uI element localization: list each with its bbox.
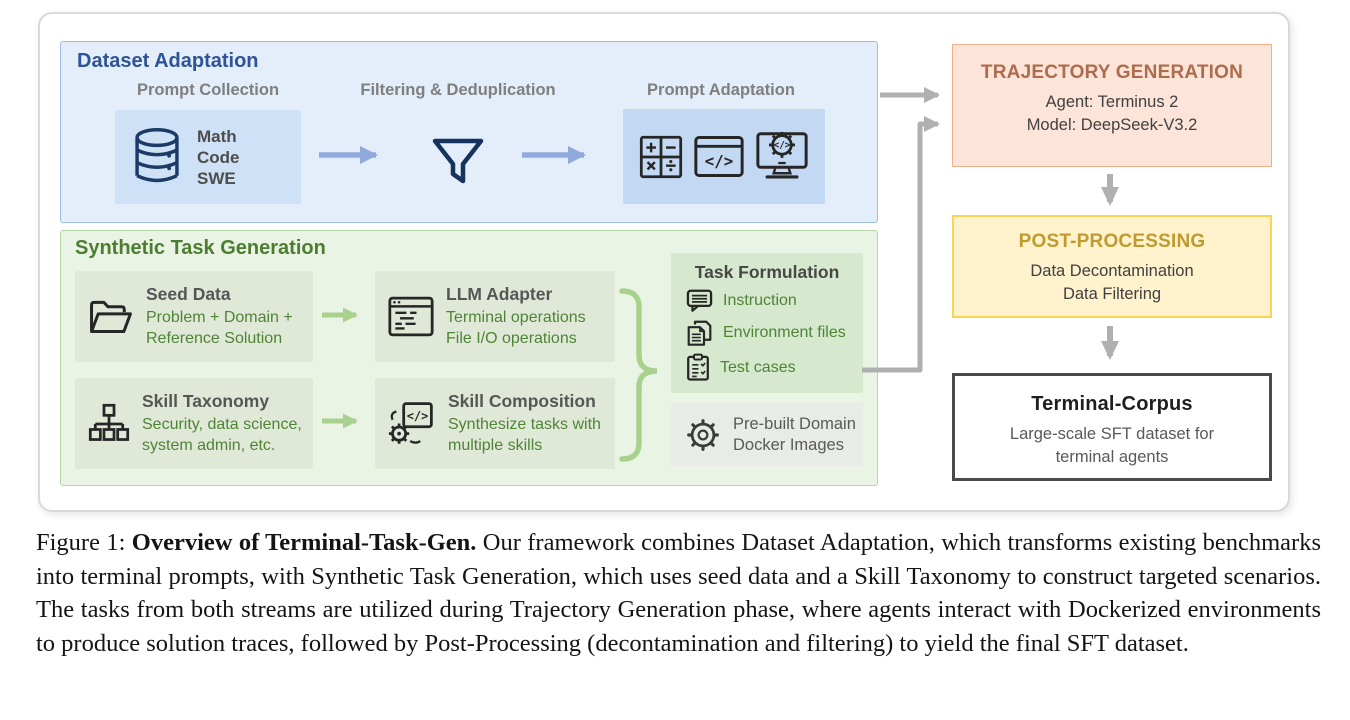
filtering-dedup-label: Filtering & Deduplication xyxy=(360,81,556,99)
clipboard-icon xyxy=(687,353,709,381)
post-processing-box: POST-PROCESSING Data Decontamination Dat… xyxy=(952,215,1272,318)
task-formulation-card: Task Formulation Instruction xyxy=(671,253,863,393)
seed-data-card: Seed Data Problem + Domain + Reference S… xyxy=(75,271,313,362)
synthetic-title: Synthetic Task Generation xyxy=(75,237,326,259)
monitor-gear-icon: </> xyxy=(756,131,808,179)
skill-composition-card: </> Skill Composition Synthesize tasks w… xyxy=(375,378,615,469)
caption-prefix: Figure 1: xyxy=(36,529,132,556)
code-window-icon: </> xyxy=(694,136,744,177)
caption-bold-title: Overview of Terminal-Task-Gen. xyxy=(131,529,477,556)
calculator-icon xyxy=(639,135,683,178)
prompt-collection-label: Prompt Collection xyxy=(136,81,280,99)
db-lines: Math Code SWE xyxy=(197,126,240,188)
tf-item-test-cases: Test cases xyxy=(686,353,863,382)
hierarchy-icon xyxy=(88,403,130,441)
trajectory-generation-box: TRAJECTORY GENERATION Agent: Terminus 2 … xyxy=(952,44,1272,167)
dataset-adaptation-title: Dataset Adaptation xyxy=(77,50,259,72)
svg-text:</>: </> xyxy=(705,152,733,171)
figure-frame: Dataset Adaptation Prompt Collection Fil… xyxy=(38,12,1290,512)
prompt-adaptation-card: </> </> xyxy=(623,109,825,204)
tf-item-environment-files: Environment files xyxy=(686,319,863,347)
docker-images-card: Pre-built Domain Docker Images xyxy=(671,403,863,467)
documents-icon xyxy=(687,320,712,346)
svg-text:</>: </> xyxy=(774,140,791,151)
terminal-corpus-box: Terminal-Corpus Large-scale SFT dataset … xyxy=(952,373,1272,481)
prompt-collection-card: Math Code SWE xyxy=(115,110,301,204)
caption-body: Our framework combines Dataset Adaptatio… xyxy=(36,529,1321,657)
skill-taxonomy-card: Skill Taxonomy Security, data science, s… xyxy=(75,378,313,469)
gear-icon xyxy=(687,419,719,451)
llm-adapter-card: LLM Adapter Terminal operations File I/O… xyxy=(375,271,615,362)
task-formulation-title: Task Formulation xyxy=(694,262,840,282)
dataset-adaptation-panel: Dataset Adaptation Prompt Collection Fil… xyxy=(60,41,878,223)
folder-icon xyxy=(90,300,132,334)
synthetic-task-generation-panel: Synthetic Task Generation Seed Data Prob… xyxy=(60,230,878,486)
gear-code-icon: </> xyxy=(388,402,433,444)
terminal-window-icon xyxy=(388,296,434,337)
prompt-adaptation-label: Prompt Adaptation xyxy=(647,81,795,99)
speech-bubble-icon xyxy=(686,289,713,312)
database-icon xyxy=(135,127,179,182)
figure-caption: Figure 1: Overview of Terminal-Task-Gen.… xyxy=(36,526,1321,660)
svg-text:</>: </> xyxy=(407,409,429,423)
tf-item-instruction: Instruction xyxy=(686,289,863,313)
